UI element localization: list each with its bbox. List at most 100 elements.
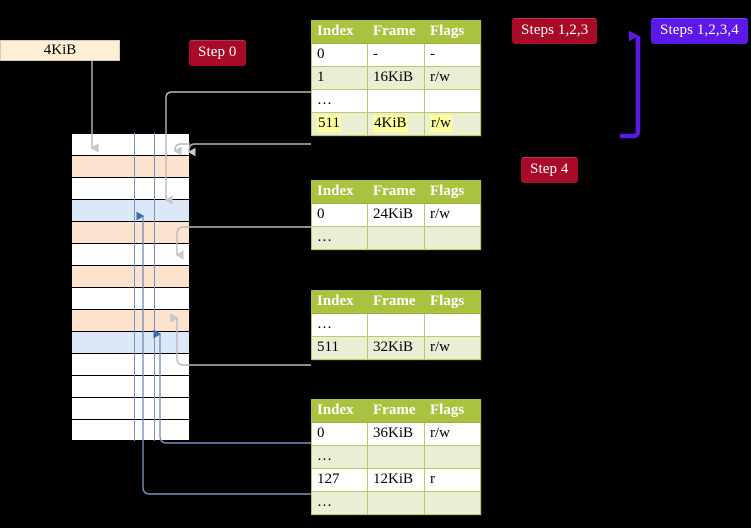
pt-table-cell: 12KiB <box>367 468 425 492</box>
pdpt-table-cell-index: 0 <box>317 206 325 222</box>
arrow-steps-bracket <box>620 30 641 139</box>
pdpt-table-cell-frame: 24KiB <box>373 206 414 222</box>
pt-table-cell-frame: 12KiB <box>373 471 414 487</box>
pt-table-header-flags: Flags <box>424 399 481 423</box>
pml4-table-cell: 1 <box>311 66 368 90</box>
pdpt-table-cell: r/w <box>424 203 481 227</box>
pml4-table-cell-flags: r/w <box>430 69 450 85</box>
pd-table-header-flags: Flags <box>424 290 481 314</box>
pd-table-cell-index: 511 <box>317 339 339 355</box>
callout-4kib: 4KiB <box>0 40 120 61</box>
pml4-table-row: … <box>311 89 481 113</box>
memory-frame-13 <box>71 419 190 441</box>
pd-table-header-frame: Frame <box>367 290 425 314</box>
badge-steps-123-label: Steps 1,2,3 <box>521 22 589 38</box>
pml4-table-header-flags: Flags <box>424 20 481 44</box>
badge-step-4: Step 4 <box>521 157 578 183</box>
pml4-table-cell-index: 1 <box>317 69 325 85</box>
memory-frame-10 <box>71 353 190 375</box>
pt-table-cell: … <box>311 491 368 515</box>
pml4-table-cell-frame: 16KiB <box>373 69 414 85</box>
pml4-table-cell-index: … <box>317 92 333 108</box>
pd-table-cell <box>424 313 481 337</box>
pml4-table-cell: r/w <box>424 112 481 136</box>
physical-memory-frames <box>60 133 190 441</box>
pt-table-cell-flags: r <box>430 471 435 487</box>
pdpt-table-row: … <box>311 226 481 250</box>
pml4-table-row: 0 - - <box>311 43 481 67</box>
pdpt-table-cell <box>367 226 425 250</box>
pml4-table-cell: r/w <box>424 66 481 90</box>
pt-table-cell: 0 <box>311 422 368 446</box>
pml4-table-header-index: Index <box>311 20 368 44</box>
pml4-table-cell-frame: 4KiB <box>373 115 408 132</box>
pd-table-cell: 511 <box>311 336 368 360</box>
badge-step-0-label: Step 0 <box>198 44 237 60</box>
memory-frame-tick-6 <box>60 265 71 266</box>
pd-table-cell: r/w <box>424 336 481 360</box>
pdpt-table-header-flags: Flags <box>424 180 481 204</box>
memory-frame-5 <box>71 243 190 265</box>
memory-frame-6 <box>71 265 190 287</box>
memory-frame-tick-1 <box>60 155 71 156</box>
pt-table-cell-flags: r/w <box>430 425 450 441</box>
badge-steps-123: Steps 1,2,3 <box>512 18 598 44</box>
pml4-table-cell <box>367 89 425 113</box>
memory-frame-9 <box>71 331 190 353</box>
pd-table-cell-index: … <box>317 316 333 332</box>
pt-table-row: … <box>311 491 481 515</box>
pt-table-cell <box>367 445 425 469</box>
pml4-table-cell: … <box>311 89 368 113</box>
pd-table-cell: … <box>311 313 368 337</box>
pdpt-table-cell: … <box>311 226 368 250</box>
pd-table-cell-flags: r/w <box>430 339 450 355</box>
pt-table-cell: … <box>311 445 368 469</box>
pml4-table-cell: 0 <box>311 43 368 67</box>
pml4-table-cell: 511 <box>311 112 368 136</box>
pdpt-table-cell-flags: r/w <box>430 206 450 222</box>
pdpt-table-row: 0 24KiB r/w <box>311 203 481 227</box>
memory-frame-0 <box>71 133 190 155</box>
pdpt-table-header-index: Index <box>311 180 368 204</box>
pml4-table-cell: 16KiB <box>367 66 425 90</box>
pt-table-cell <box>424 445 481 469</box>
pd-table-cell <box>367 313 425 337</box>
pt-table-cell: r <box>424 468 481 492</box>
callout-4kib-label: 4KiB <box>43 42 77 58</box>
pml4-table-cell <box>424 89 481 113</box>
pdpt-table-cell-index: … <box>317 229 333 245</box>
pml4-table-cell-index: 0 <box>317 46 325 62</box>
badge-step-0: Step 0 <box>189 40 246 66</box>
pd-table-row: … <box>311 313 481 337</box>
pml4-table-row: 1 16KiB r/w <box>311 66 481 90</box>
memory-frame-tick-0 <box>60 133 71 134</box>
badge-steps-1234: Steps 1,2,3,4 <box>651 18 748 44</box>
memory-frame-tick-8 <box>60 309 71 310</box>
memory-frame-12 <box>71 397 190 419</box>
pt-table-header-frame: Frame <box>367 399 425 423</box>
memory-frame-divider-0 <box>134 133 135 441</box>
badge-step-4-label: Step 4 <box>530 161 569 177</box>
pt-table-cell: 36KiB <box>367 422 425 446</box>
pml4-table-header-frame: Frame <box>367 20 425 44</box>
memory-frame-2 <box>71 177 190 199</box>
badge-steps-1234-label: Steps 1,2,3,4 <box>660 22 739 38</box>
pml4-table-cell: 4KiB <box>367 112 425 136</box>
pt-table-cell-index: … <box>317 494 333 510</box>
pt-table-cell <box>424 491 481 515</box>
memory-frame-1 <box>71 155 190 177</box>
pml4-table-cell: - <box>424 43 481 67</box>
memory-frame-divider-1 <box>154 133 155 441</box>
pml4-table-cell-flags: - <box>430 46 435 62</box>
pml4-table-cell-flags: r/w <box>430 115 452 132</box>
pdpt-table-cell <box>424 226 481 250</box>
pml4-table-cell-frame: - <box>373 46 378 62</box>
wire-pdpt-row0 <box>175 226 311 260</box>
pt-table-cell-frame: 36KiB <box>373 425 414 441</box>
